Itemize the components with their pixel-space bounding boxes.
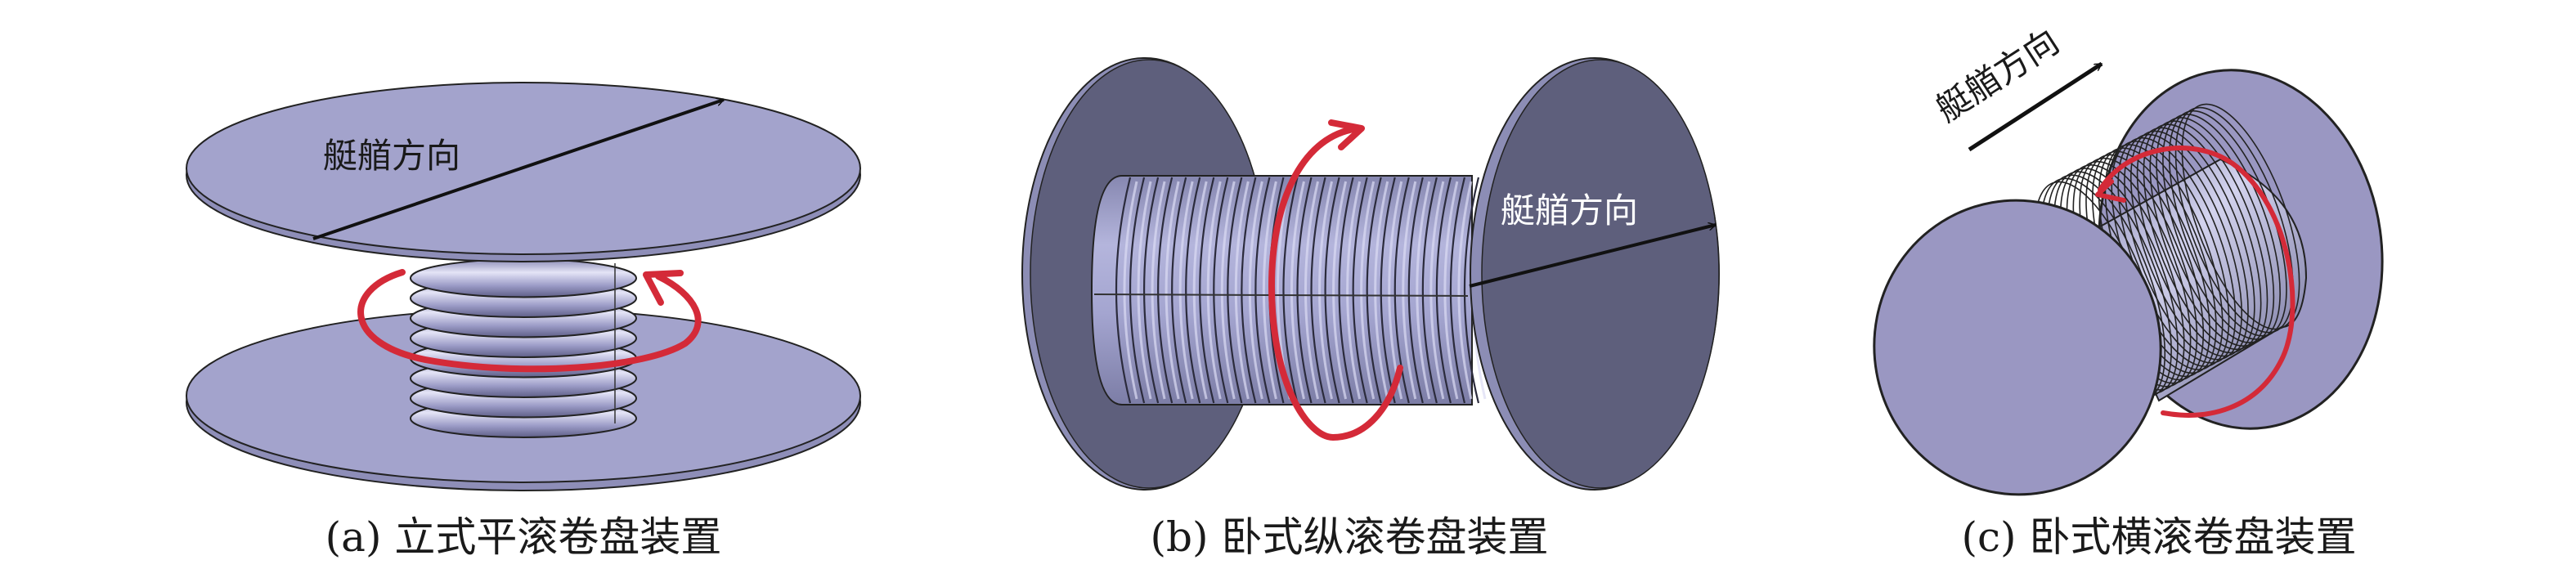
coil-highlight [1346,181,1362,400]
coil-turn [1407,177,1424,404]
barrel-seam [1093,293,1469,297]
coil-highlight [1290,181,1305,400]
coil-highlight [1304,181,1319,400]
coil-turn [1393,177,1410,404]
coil-highlight [1234,181,1250,400]
coil-highlight [1457,181,1473,400]
coil-highlight [1360,181,1376,400]
coil-highlight [1416,181,1431,400]
coil-turn [1157,177,1174,404]
coil-highlight [1151,181,1166,400]
panel-c: 艇艏方向 [1873,21,2384,496]
rotation-arrow [357,269,702,373]
coil-highlight [1443,181,1459,400]
coil-turns [1115,177,1487,404]
bow-direction-arrow [1469,225,1716,288]
coil-turn [1115,177,1132,404]
coil-highlight [1206,181,1222,400]
winding-barrel [1090,175,1473,405]
coil-turn [1171,177,1187,404]
coil-highlight [1402,181,1417,400]
bow-direction-label: 艇艏方向 [1929,21,2067,130]
coil-turn [1213,177,1229,404]
panel-b: 艇艏方向 [1021,57,1720,491]
coil-turn [1435,177,1452,404]
bow-direction-label: 艇艏方向 [323,136,460,176]
coil-turn [410,258,637,298]
coil-turn [1199,177,1215,404]
coil-highlight [1178,181,1194,400]
coil-highlight [1248,181,1263,400]
coil-turn [1421,177,1438,404]
coil-turn [1241,177,1257,404]
coil-turn [2181,103,2300,330]
bow-direction-arrow [312,100,724,240]
coil-highlight [1429,181,1445,400]
coil-turn [1324,177,1340,404]
rotation-arrow [1268,119,1403,441]
coil-highlight [1318,181,1334,400]
coil-turn [1463,177,1480,404]
coil-turn [1449,177,1465,404]
coil-highlight [1332,181,1348,400]
coil-turn [1310,177,1326,404]
coil-turn [1338,177,1354,404]
coil-turn [1380,177,1396,404]
coil-highlight [1123,181,1138,400]
coil-turn [1143,177,1160,404]
coil-highlight [1220,181,1236,400]
caption-panel-a: (a) 立式平滚卷盘装置 [325,513,722,561]
coil [410,258,637,438]
coil-turn [1254,177,1271,404]
coil-turn [1185,177,1201,404]
caption-panel-c: (c) 卧式横滚卷盘装置 [1961,513,2357,561]
coil-highlight [1374,181,1389,400]
coil-turn [1296,177,1313,404]
rotation-arrow [2095,146,2296,418]
coil-turn [1227,177,1243,404]
coil-highlight [1192,181,1208,400]
coil-turn [1129,177,1146,404]
coil-turn [1366,177,1382,404]
right-flange [1470,57,1720,491]
caption-panel-b: (b) 卧式纵滚卷盘装置 [1150,513,1549,561]
top-disc [186,82,861,262]
coil-turn [1352,177,1368,404]
bow-direction-arrow [1968,61,2103,152]
front-flange [1873,199,2162,496]
coil-highlight [1165,181,1180,400]
bow-direction-label: 艇艏方向 [1501,190,1638,231]
panel-a: 艇艏方向 [186,82,861,491]
coil-highlight [1137,181,1152,400]
coil-highlight [1262,181,1277,400]
coil-turn [1282,177,1299,404]
